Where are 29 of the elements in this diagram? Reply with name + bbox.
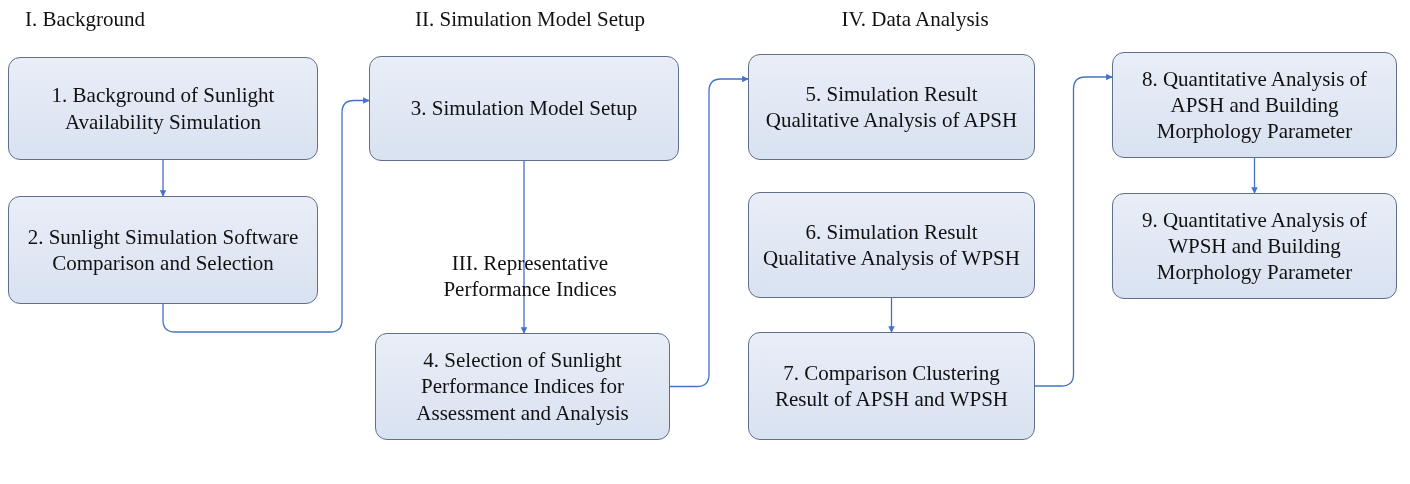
arrow [520, 160, 528, 334]
process-box [369, 56, 679, 161]
box-text: 6. Simulation Result Qualitative Analysis of WPSH [762, 218, 1021, 272]
box-text: 1. Background of Sunlight Availability Simulation [50, 82, 276, 135]
process-box [1112, 52, 1397, 158]
box-text: 7. Comparison Clustering Result of APSH and WPSH [774, 359, 1009, 413]
arrow [669, 75, 749, 388]
section-heading: III. Representative Performance Indices [442, 250, 618, 303]
box-text: 5. Simulation Result Qualitative Analysis of APSH [764, 80, 1019, 134]
section-heading: I. Background [23, 6, 147, 33]
process-box [8, 57, 318, 160]
process-box [748, 54, 1035, 160]
arrow [888, 297, 895, 333]
arrow [1251, 157, 1258, 194]
box-text: 4. Selection of Sunlight Performance Indices for Assessment and Analysis [415, 347, 630, 426]
box-text: 9. Quantitative Analysis of WPSH and Building Morphology Parameter [1140, 206, 1369, 286]
process-box [748, 332, 1035, 440]
section-heading: IV. Data Analysis [840, 6, 990, 33]
arrow [1034, 73, 1113, 387]
arrow [159, 159, 167, 197]
process-box [748, 192, 1035, 298]
box-text: 8. Quantitative Analysis of APSH and Building Morphology Parameter [1140, 65, 1369, 145]
process-box [8, 196, 318, 304]
box-text: 2. Sunlight Simulation Software Comparison and Selection [26, 223, 300, 277]
process-box [1112, 193, 1397, 299]
box-text: 3. Simulation Model Setup [410, 95, 638, 122]
section-heading: II. Simulation Model Setup [414, 6, 646, 33]
process-box [375, 333, 670, 440]
arrow [162, 97, 370, 333]
